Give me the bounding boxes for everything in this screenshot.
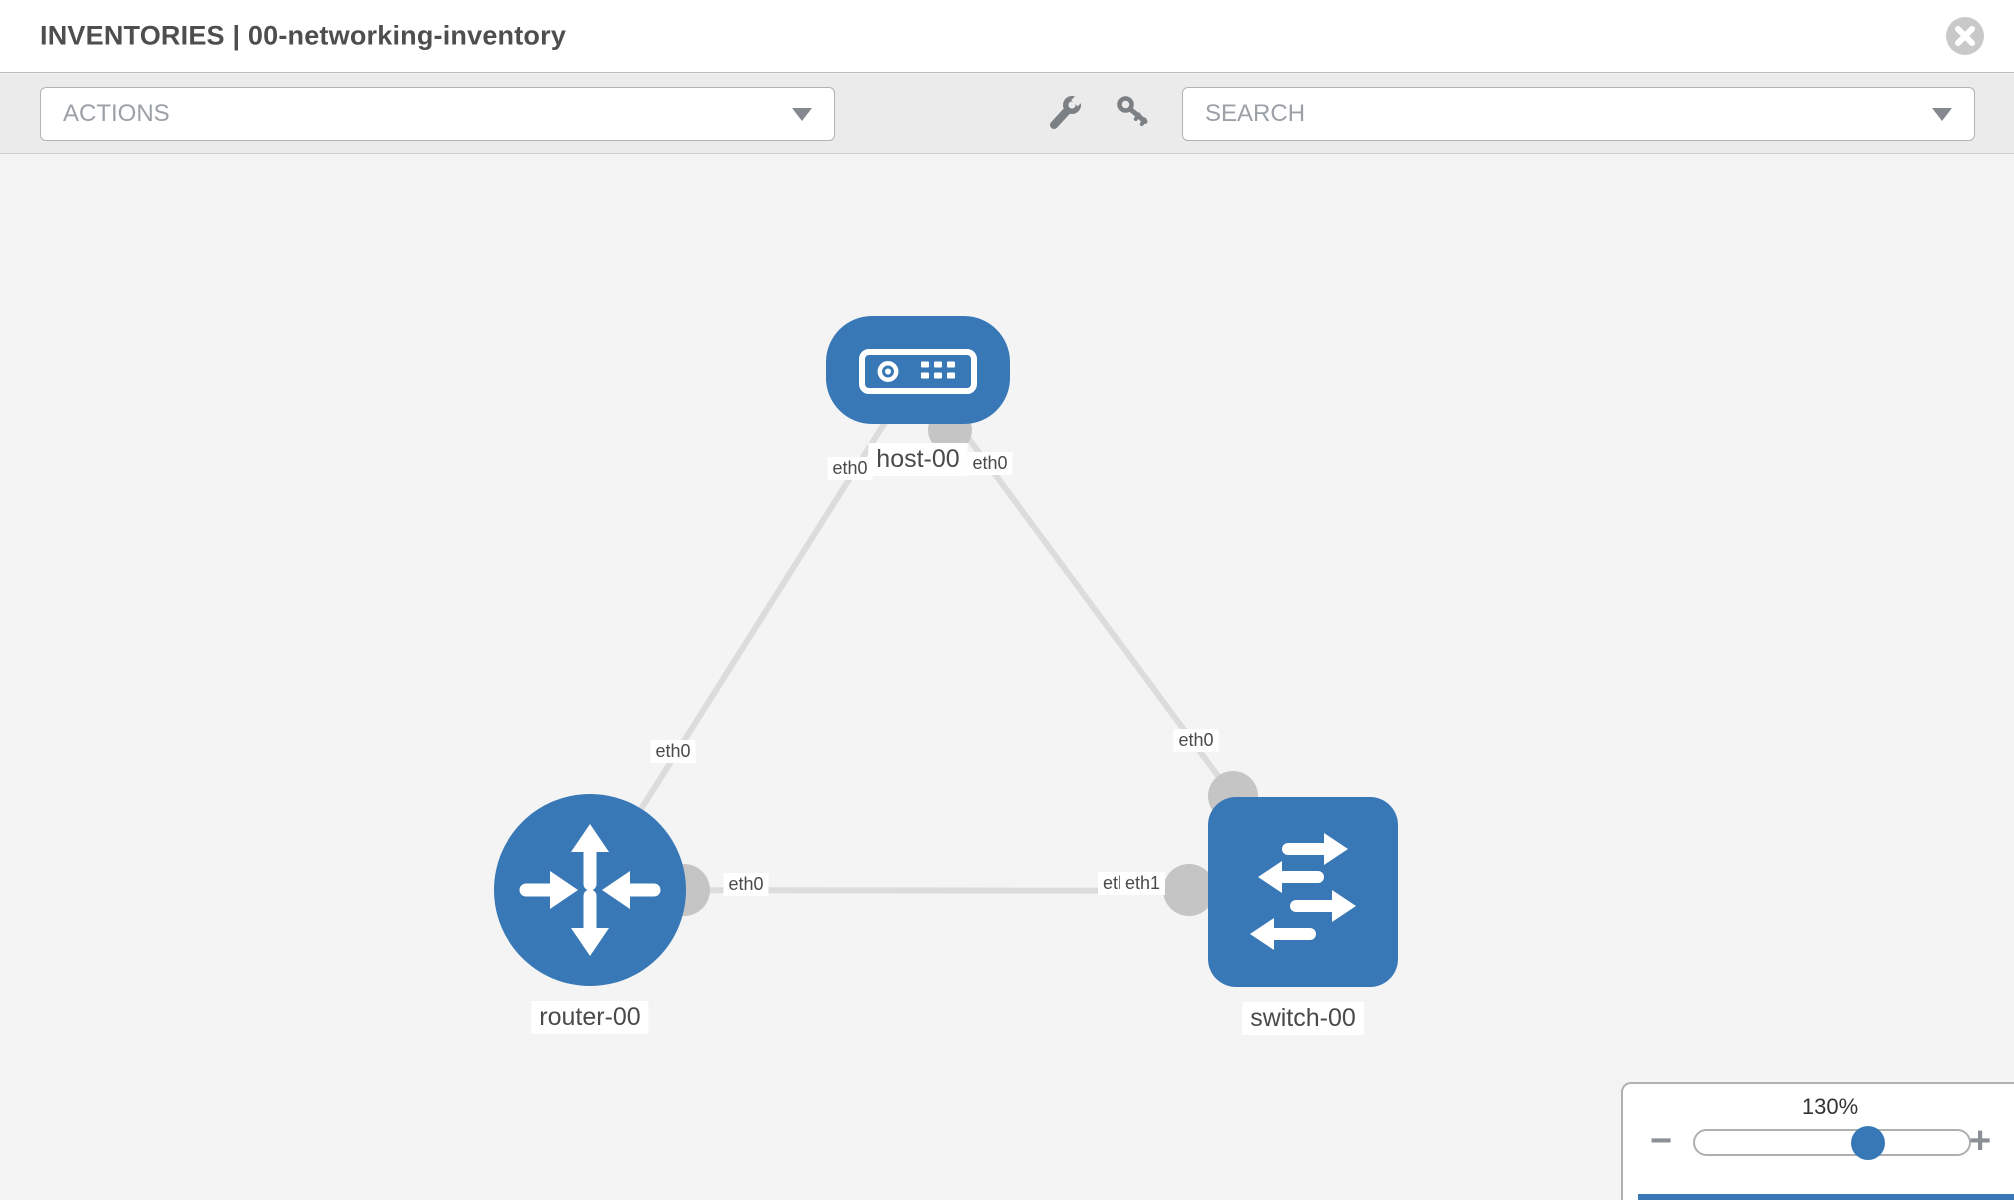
- switch-icon: [1250, 833, 1356, 950]
- interface-label-switch-top: eth0: [1173, 729, 1219, 752]
- chevron-down-icon: [792, 107, 812, 121]
- link-host-router: [587, 368, 921, 892]
- bottom-panel-edge: [1638, 1194, 2014, 1200]
- node-router[interactable]: [494, 794, 686, 986]
- interface-label-router-top: eth0: [650, 740, 696, 763]
- interface-ports: [658, 408, 1258, 916]
- toolbar: ACTIONS SEARCH: [0, 74, 2014, 154]
- wrench-icon[interactable]: [1047, 94, 1085, 132]
- host-icon: [859, 349, 977, 394]
- close-icon[interactable]: [1945, 16, 1985, 56]
- router-icon: [519, 824, 661, 956]
- node-label-router: router-00: [531, 1001, 649, 1034]
- actions-dropdown[interactable]: ACTIONS: [40, 87, 835, 141]
- node-label-switch: switch-00: [1242, 1002, 1364, 1035]
- chevron-down-icon: [1932, 107, 1952, 121]
- search-dropdown-label: SEARCH: [1205, 100, 1306, 127]
- topology-canvas[interactable]: host-00 router-00 switch-00 eth0 eth0 et…: [0, 155, 2014, 1200]
- node-switch[interactable]: [1208, 797, 1398, 987]
- zoom-slider[interactable]: [1693, 1125, 1971, 1160]
- zoom-level-value: 130%: [1801, 1094, 1859, 1119]
- search-dropdown[interactable]: SEARCH: [1182, 87, 1975, 141]
- zoom-slider-thumb[interactable]: [1850, 1125, 1885, 1160]
- interface-label-router-right: eth0: [723, 873, 769, 896]
- node-label-host: host-00: [868, 443, 968, 476]
- zoom-panel: 130% − +: [1621, 1082, 2014, 1200]
- page-title: INVENTORIES | 00-networking-inventory: [40, 20, 567, 51]
- zoom-in-button[interactable]: +: [1969, 1120, 1992, 1162]
- zoom-out-button[interactable]: −: [1650, 1120, 1673, 1162]
- interface-label-host-right: eth0: [967, 452, 1013, 475]
- interface-label-switch-left: eth1: [1120, 872, 1166, 895]
- node-host[interactable]: [826, 316, 1010, 424]
- actions-dropdown-label: ACTIONS: [63, 100, 170, 127]
- port-switch-eth1: [1163, 864, 1215, 916]
- interface-label-host-left: eth0: [827, 457, 873, 480]
- header-bar: INVENTORIES | 00-networking-inventory: [0, 0, 2014, 73]
- key-icon[interactable]: [1115, 94, 1153, 132]
